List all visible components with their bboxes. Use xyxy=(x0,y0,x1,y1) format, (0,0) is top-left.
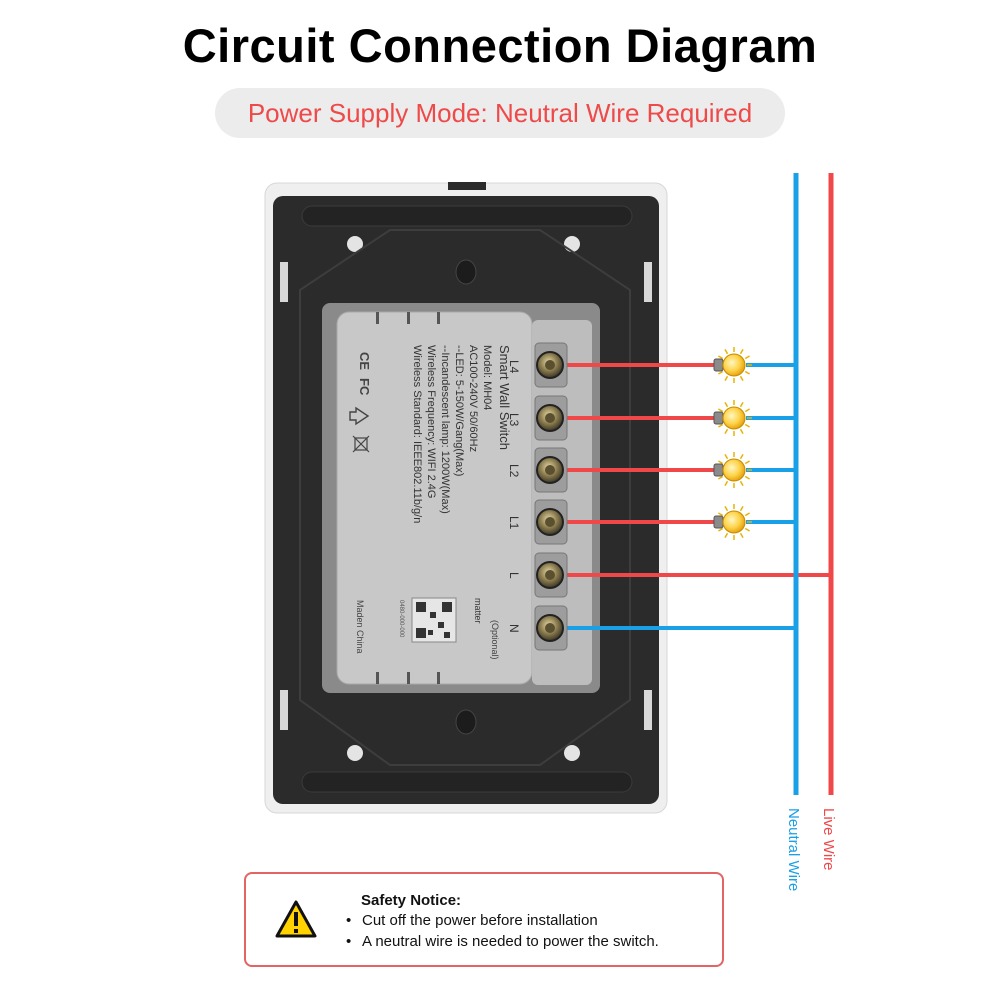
bin-icon xyxy=(352,435,370,453)
matter-text: matter xyxy=(473,598,483,624)
spec-line: --Incandescent lamp: 1200W(Max) xyxy=(439,345,451,514)
device-label: Smart Wall Switch Model: MH04 AC100-240V… xyxy=(411,345,512,523)
terminal-l4 xyxy=(534,342,568,388)
neutral-wire-label: Neutral Wire xyxy=(785,808,802,891)
wire-layer xyxy=(560,363,831,630)
notice-item: A neutral wire is needed to power the sw… xyxy=(346,931,659,952)
notice-heading: Safety Notice: xyxy=(361,892,462,909)
spec-line: Wireless Frequency: WIFI 2.4G xyxy=(425,345,437,498)
svg-text:0480-000-000: 0480-000-000 xyxy=(398,600,404,638)
terminal-l1 xyxy=(534,499,568,545)
page-title: Circuit Connection Diagram xyxy=(182,19,818,72)
terminal-letter: N xyxy=(507,624,521,633)
terminal-letter: L4 xyxy=(507,360,521,374)
bulb-icon xyxy=(713,504,752,540)
bulb-icon xyxy=(713,400,752,436)
bulb-icon xyxy=(713,452,752,488)
origin-text: Maden China xyxy=(355,600,365,654)
recycle-icon xyxy=(349,406,370,426)
power-mode-text: Power Supply Mode: Neutral Wire Required xyxy=(247,97,753,128)
terminal-l xyxy=(534,552,568,598)
notice-list: Cut off the power before installation A … xyxy=(346,910,659,952)
terminal-l3 xyxy=(534,395,568,441)
notice-item: Cut off the power before installation xyxy=(346,910,659,931)
terminal-letter: L2 xyxy=(507,464,521,478)
safety-notice: Safety Notice: Cut off the power before … xyxy=(244,872,724,967)
bulb-layer xyxy=(713,347,752,540)
terminal-layer xyxy=(534,342,568,651)
terminal-letter: L1 xyxy=(507,516,521,530)
terminal-l2 xyxy=(534,447,568,493)
spec-line: Model: MH04 xyxy=(481,345,493,410)
terminal-n xyxy=(534,605,568,651)
terminal-letter: L xyxy=(507,572,521,579)
terminal-letter: L3 xyxy=(507,413,521,427)
spec-line: Wireless Standard: IEEE802.11b/g/n xyxy=(411,345,423,523)
device-name: Smart Wall Switch xyxy=(497,345,512,450)
cert-marks: CE FC xyxy=(349,352,372,453)
fcc-mark: FC xyxy=(357,378,372,396)
optional-note: (Optional) xyxy=(490,620,500,660)
warning-triangle-icon xyxy=(275,900,317,938)
matter-badge: matter 0480-000-000 xyxy=(398,597,483,643)
bulb-icon xyxy=(713,347,752,383)
live-wire-label: Live Wire xyxy=(820,808,837,871)
spec-line: AC100-240V 50/60Hz xyxy=(467,345,479,452)
power-mode-banner: Power Supply Mode: Neutral Wire Required xyxy=(215,88,785,138)
terminal-letters: L4 L3 L2 L1 L N xyxy=(507,360,521,633)
ce-mark: CE xyxy=(357,352,372,370)
spec-line: --LED: 5-150W/Gang(Max) xyxy=(453,345,465,476)
